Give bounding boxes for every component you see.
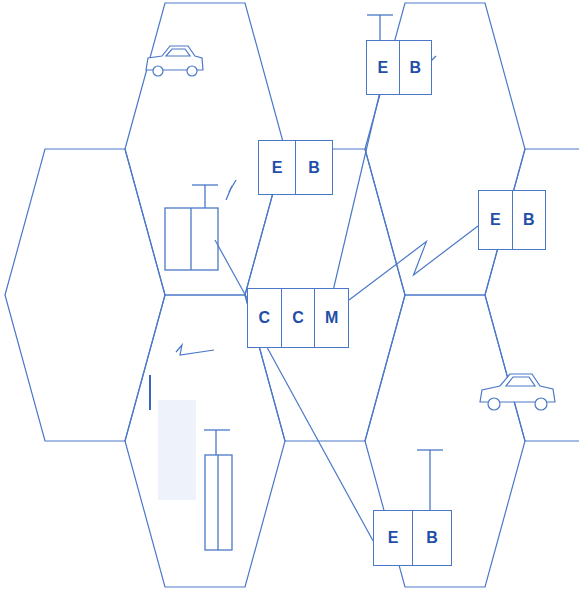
box-letter: E [367, 41, 399, 94]
box-letter: C [248, 289, 281, 347]
station-box: EB [478, 190, 546, 250]
station-box: EB [373, 510, 452, 566]
wire [215, 240, 247, 298]
box-letter: E [259, 141, 295, 194]
car-icon [480, 374, 555, 410]
link-line [267, 348, 373, 541]
base-station [165, 180, 236, 270]
base-station [204, 430, 232, 550]
box-letter: B [512, 191, 546, 249]
car-icon [146, 46, 203, 76]
box-letter: B [412, 511, 451, 565]
link-line [349, 226, 478, 300]
box-letter: C [281, 289, 315, 347]
building [150, 345, 214, 500]
box-letter: E [479, 191, 512, 249]
hex-cell [365, 295, 525, 587]
station-box: EB [366, 40, 432, 95]
box-letter: E [374, 511, 412, 565]
antenna [367, 15, 443, 510]
hex-cell [5, 149, 165, 441]
box-letter: B [295, 141, 332, 194]
box-letter: B [399, 41, 432, 94]
station-box: CCM [247, 288, 349, 348]
link-line [334, 95, 380, 288]
station-box: EB [258, 140, 333, 195]
box-letter: M [314, 289, 348, 347]
